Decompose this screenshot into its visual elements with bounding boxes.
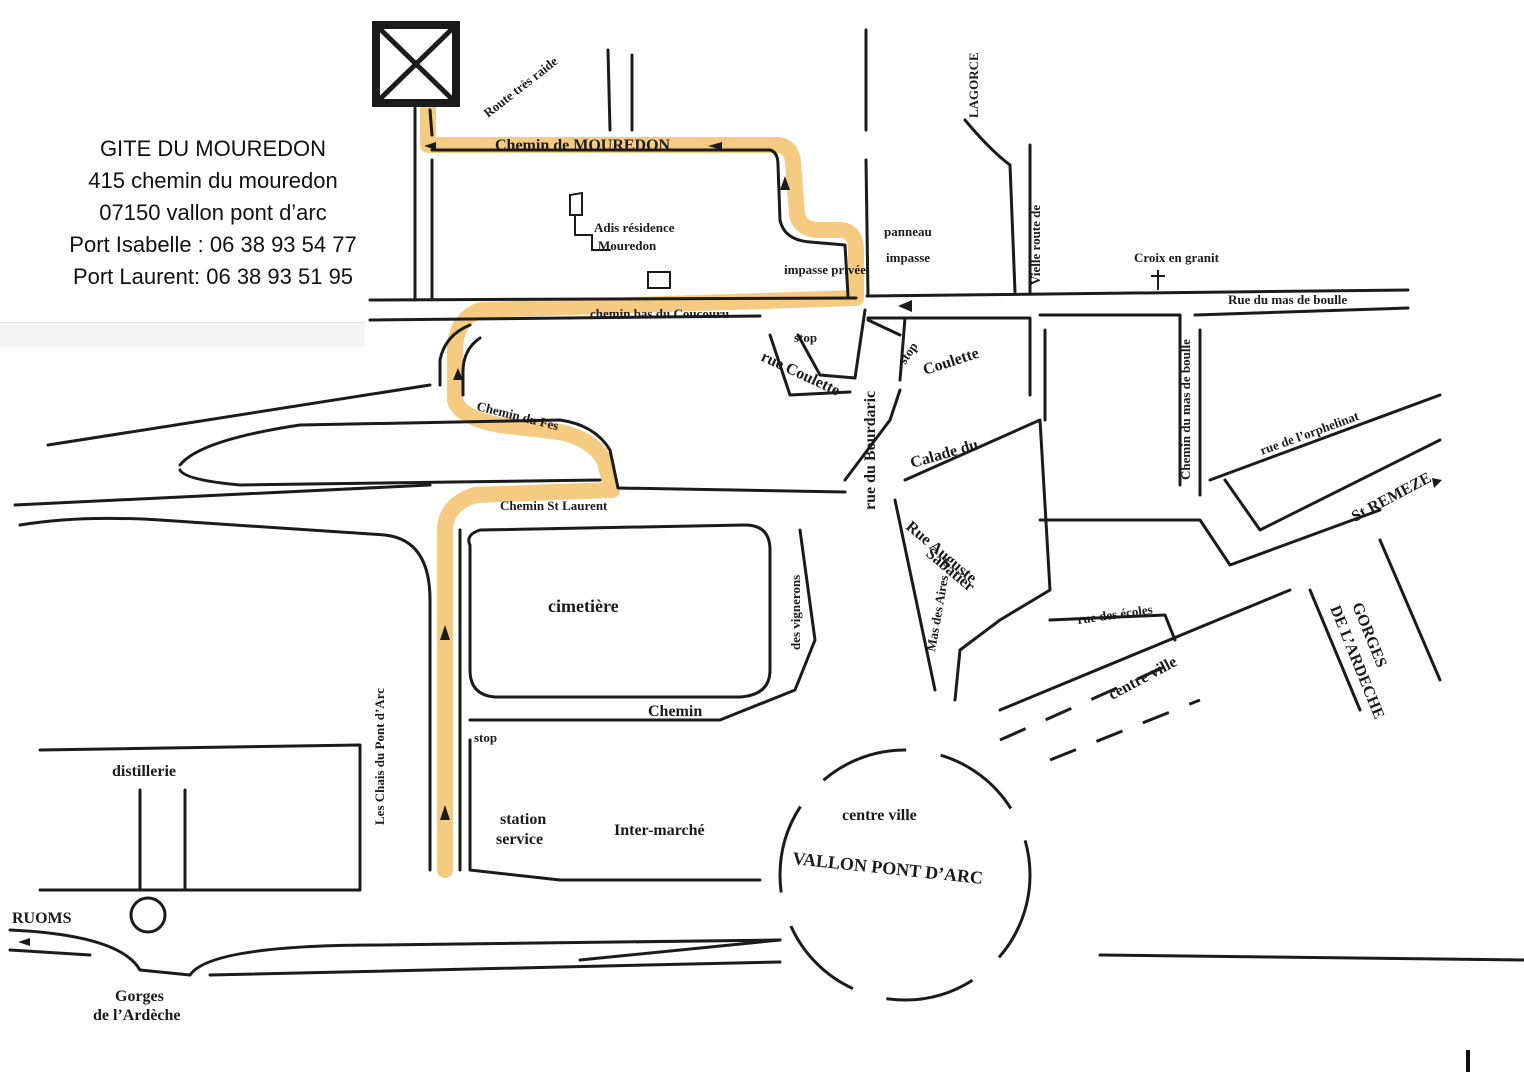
label-stop-1: stop xyxy=(794,330,817,345)
label-les-chais: Les Chais du Pont d’Arc xyxy=(372,688,387,825)
street-address: 415 chemin du mouredon xyxy=(88,168,338,193)
label-chemin-st-laurent: Chemin St Laurent xyxy=(500,498,608,513)
phone-laurent: Port Laurent: 06 38 93 51 95 xyxy=(72,264,354,289)
label-ruoms: RUOMS xyxy=(12,910,72,927)
label-calade: Calade du xyxy=(908,436,980,472)
label-rue-coulette: rue Coulette xyxy=(758,348,842,399)
label-vallon-pont-darc: VALLON PONT D’ARC xyxy=(792,848,984,888)
label-rue-ecoles: rue des écoles xyxy=(1076,602,1153,627)
label-vielle-route: Vielle route de xyxy=(1028,205,1043,285)
label-impasse: impasse xyxy=(886,250,930,265)
label-inter-marche: Inter-marché xyxy=(614,822,705,839)
label-rue-bourdaric: rue du Bourdaric xyxy=(862,391,879,510)
dashed-road xyxy=(999,658,1201,762)
label-cimetiere: cimetière xyxy=(548,596,619,616)
cross-symbol xyxy=(1151,270,1165,290)
residence-building xyxy=(569,191,671,289)
label-stop-3: stop xyxy=(474,730,497,745)
roundabout xyxy=(129,896,167,934)
label-gorges-bottom-1: Gorges xyxy=(115,988,164,1005)
route-arrows xyxy=(18,142,1442,946)
road-network xyxy=(8,28,1524,977)
label-le-mouredon: Mouredon xyxy=(598,238,657,253)
label-chemin-mas-boulle: Chemin du mas de boulle xyxy=(1178,339,1193,480)
destination-marker xyxy=(372,21,460,107)
label-lagorce: LAGORCE xyxy=(966,52,981,118)
label-chemin: Chemin xyxy=(648,703,702,720)
label-distillerie: distillerie xyxy=(112,763,176,780)
gite-name: GITE DU MOUREDON xyxy=(99,136,327,161)
label-rue-orphelinat: rue de l’orphelinat xyxy=(1258,408,1361,458)
corner-mark xyxy=(1466,1050,1470,1072)
highlighted-route xyxy=(420,100,864,878)
label-route-tres-raide: Route très raide xyxy=(481,53,561,120)
phone-isabelle: Port Isabelle : 06 38 93 54 77 xyxy=(69,232,357,257)
label-coulette: Coulette xyxy=(921,345,981,379)
label-service: service xyxy=(496,831,543,848)
label-impasse-privee: impasse privée xyxy=(784,262,866,277)
centre-ville-circle xyxy=(778,748,1032,1002)
label-chemin-bas-coucourou: chemin bas du Coucouru xyxy=(590,306,729,321)
label-croix-granit: Croix en granit xyxy=(1134,250,1220,265)
label-adis-residence: Adis résidence xyxy=(594,220,675,235)
paper-strip xyxy=(0,322,365,347)
label-des-vignerons: des vignerons xyxy=(788,575,803,650)
label-stop-2: stop xyxy=(895,339,921,367)
label-chemin-mouredon: Chemin de MOUREDON xyxy=(495,137,671,154)
label-station: station xyxy=(500,811,546,828)
label-centre-ville-circle: centre ville xyxy=(842,807,917,824)
postal-city: 07150 vallon pont d’arc xyxy=(99,200,327,225)
address-block: GITE DU MOUREDON 415 chemin du mouredon … xyxy=(38,133,388,293)
label-rue-mas-boulle: Rue du mas de boulle xyxy=(1228,292,1347,307)
label-panneau: panneau xyxy=(884,224,932,239)
label-gorges-bottom-2: de l’Ardèche xyxy=(93,1007,181,1024)
label-mas-des-aires: Mas des Aires xyxy=(923,574,951,652)
